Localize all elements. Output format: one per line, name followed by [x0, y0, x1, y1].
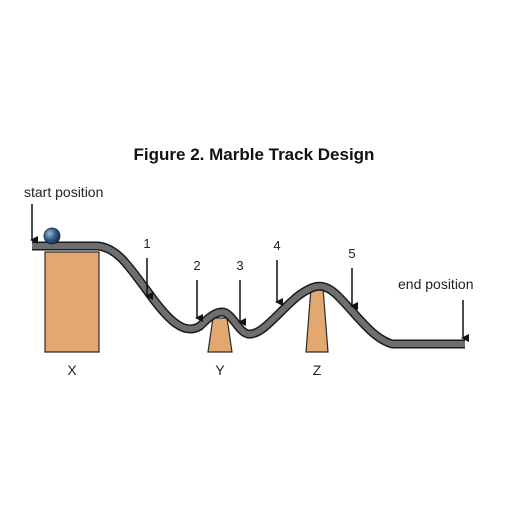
marble	[43, 227, 61, 245]
marker-2-label: 2	[193, 258, 200, 273]
marker-3-label: 3	[236, 258, 243, 273]
support-x	[44, 251, 100, 353]
end-position-label: end position	[398, 276, 474, 292]
support-z-label: Z	[313, 362, 322, 378]
support-y	[207, 317, 233, 353]
start-position-label: start position	[24, 184, 103, 200]
marker-1-label: 1	[143, 236, 150, 251]
support-z	[305, 287, 329, 353]
figure-title: Figure 2. Marble Track Design	[134, 145, 375, 164]
support-x-label: X	[67, 362, 77, 378]
support-y-label: Y	[215, 362, 225, 378]
marker-4-label: 4	[273, 238, 280, 253]
marker-5-label: 5	[348, 246, 355, 261]
